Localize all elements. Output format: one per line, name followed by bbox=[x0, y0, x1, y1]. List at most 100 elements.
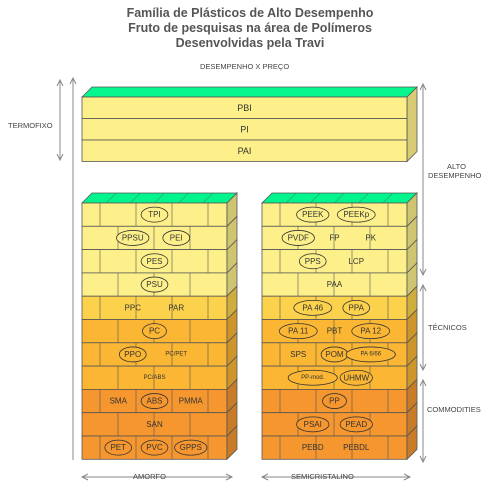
polymer-label: PA 11 bbox=[288, 327, 309, 336]
label-alto-1: ALTO bbox=[447, 162, 466, 171]
polymer-oval bbox=[140, 206, 169, 223]
polymer-label: PEEK bbox=[302, 210, 324, 219]
top-joint bbox=[334, 192, 345, 204]
arrow-head bbox=[260, 473, 269, 481]
thermoset-label: PBI bbox=[237, 103, 252, 113]
brick-row bbox=[81, 295, 228, 320]
polymer-oval bbox=[140, 253, 169, 270]
polymer-label: PSU bbox=[146, 280, 163, 289]
polymer-label: PEI bbox=[170, 233, 183, 242]
top-joint bbox=[130, 192, 141, 204]
arrow-head bbox=[419, 268, 427, 277]
brick-side bbox=[406, 425, 418, 461]
polymer-label: PC bbox=[149, 327, 160, 336]
arrow-head bbox=[56, 78, 64, 87]
polymer-label: PAR bbox=[168, 303, 184, 312]
thermoset-side bbox=[406, 86, 418, 163]
brick-row bbox=[261, 435, 408, 460]
subtitle: DESEMPENHO X PREÇO bbox=[200, 62, 290, 71]
top-joint bbox=[105, 192, 117, 204]
polymer-label: PP bbox=[329, 397, 340, 406]
brick-row bbox=[81, 342, 228, 367]
polymer-oval bbox=[278, 323, 318, 340]
arrows bbox=[56, 76, 427, 481]
thermoset-row bbox=[81, 139, 408, 162]
arrow-head bbox=[419, 363, 427, 372]
polymer-oval bbox=[339, 369, 373, 386]
polymer-label: PPO bbox=[124, 350, 141, 359]
polymer-label: LCP bbox=[348, 257, 364, 266]
brick-side bbox=[226, 425, 238, 461]
polymer-label: PEAD bbox=[345, 420, 367, 429]
arrow-head bbox=[56, 153, 64, 162]
polymer-oval bbox=[296, 416, 330, 433]
label-termofixo: TERMOFIXO bbox=[8, 121, 53, 130]
brick-row bbox=[261, 249, 408, 274]
arrow-head bbox=[419, 82, 427, 91]
polymer-label: PPSU bbox=[122, 233, 144, 242]
polymer-oval bbox=[162, 230, 191, 246]
polymer-label: FP bbox=[329, 233, 339, 242]
brick-row bbox=[261, 295, 408, 320]
top-joint bbox=[154, 192, 165, 204]
top-joint bbox=[178, 192, 189, 204]
arrow-head bbox=[419, 378, 427, 387]
arrow-head bbox=[419, 283, 427, 292]
brick-row bbox=[261, 412, 408, 437]
polymer-oval bbox=[322, 393, 347, 409]
brick-row bbox=[81, 225, 228, 251]
thermoset-label: PAI bbox=[238, 146, 252, 156]
arrow-head bbox=[225, 473, 234, 481]
title-line-3: Desenvolvidas pela Travi bbox=[175, 36, 325, 50]
polymer-oval bbox=[116, 230, 150, 246]
polymer-label: PC/ABS bbox=[143, 375, 165, 381]
polymer-oval bbox=[287, 369, 338, 386]
polymer-oval bbox=[298, 253, 327, 270]
label-amorfo: AMORFO bbox=[133, 472, 166, 481]
polymer-oval bbox=[174, 439, 208, 456]
arrow-head bbox=[419, 455, 427, 464]
label-alto-2: DESEMPENHO bbox=[428, 171, 482, 180]
polymer-label: PEBDL bbox=[343, 443, 370, 452]
arrow-head bbox=[80, 473, 89, 481]
thermoset-top bbox=[81, 86, 418, 98]
polymer-oval bbox=[104, 439, 133, 456]
polymer-label: PPS bbox=[305, 257, 321, 266]
polymer-label: PPC bbox=[125, 303, 142, 312]
label-commodities: COMMODITIES bbox=[427, 405, 481, 414]
polymer-label: SPS bbox=[290, 350, 306, 359]
top-joint bbox=[310, 192, 321, 204]
polymer-oval bbox=[293, 299, 333, 316]
polymer-oval bbox=[342, 299, 371, 316]
thermoset-label: PI bbox=[240, 124, 249, 134]
polymer-label: TPI bbox=[148, 210, 160, 219]
top-joint bbox=[202, 192, 214, 204]
polymer-oval bbox=[336, 206, 376, 223]
polymer-oval bbox=[296, 206, 330, 223]
polymer-label: POM bbox=[325, 350, 344, 359]
polymer-oval bbox=[142, 323, 167, 340]
polymer-label: SMA bbox=[110, 397, 128, 406]
polymer-label: PPA bbox=[349, 303, 365, 312]
polymer-label: PP-mod. bbox=[301, 375, 325, 381]
arrow-head bbox=[403, 473, 412, 481]
title-line-1: Família de Plásticos de Alto Desempenho bbox=[126, 6, 374, 20]
polymer-label: PES bbox=[146, 257, 162, 266]
polymer-label: PEBD bbox=[302, 443, 324, 452]
polymer-label: SAN bbox=[146, 420, 163, 429]
polymer-label: PEEKp bbox=[343, 210, 369, 219]
brick-row bbox=[261, 202, 408, 227]
polymer-oval bbox=[339, 416, 373, 433]
polymer-label: UHMW bbox=[343, 373, 369, 382]
thermoset-block: PBI PI PAI bbox=[81, 86, 418, 163]
amorphous-column: TPI PPSU PEI PES PSU PPC PAR PC PPO PC/PET PC/ABS S… bbox=[81, 192, 238, 461]
polymer-label: PSAI bbox=[304, 420, 322, 429]
polymer-oval bbox=[140, 439, 169, 456]
polymer-label: PK bbox=[365, 233, 376, 242]
top-joint bbox=[382, 192, 394, 204]
polymer-label: PC/PET bbox=[165, 351, 187, 357]
polymer-label: PA 46 bbox=[302, 303, 323, 312]
polymer-label: PVC bbox=[146, 443, 163, 452]
polymer-label: PVDF bbox=[288, 233, 309, 242]
